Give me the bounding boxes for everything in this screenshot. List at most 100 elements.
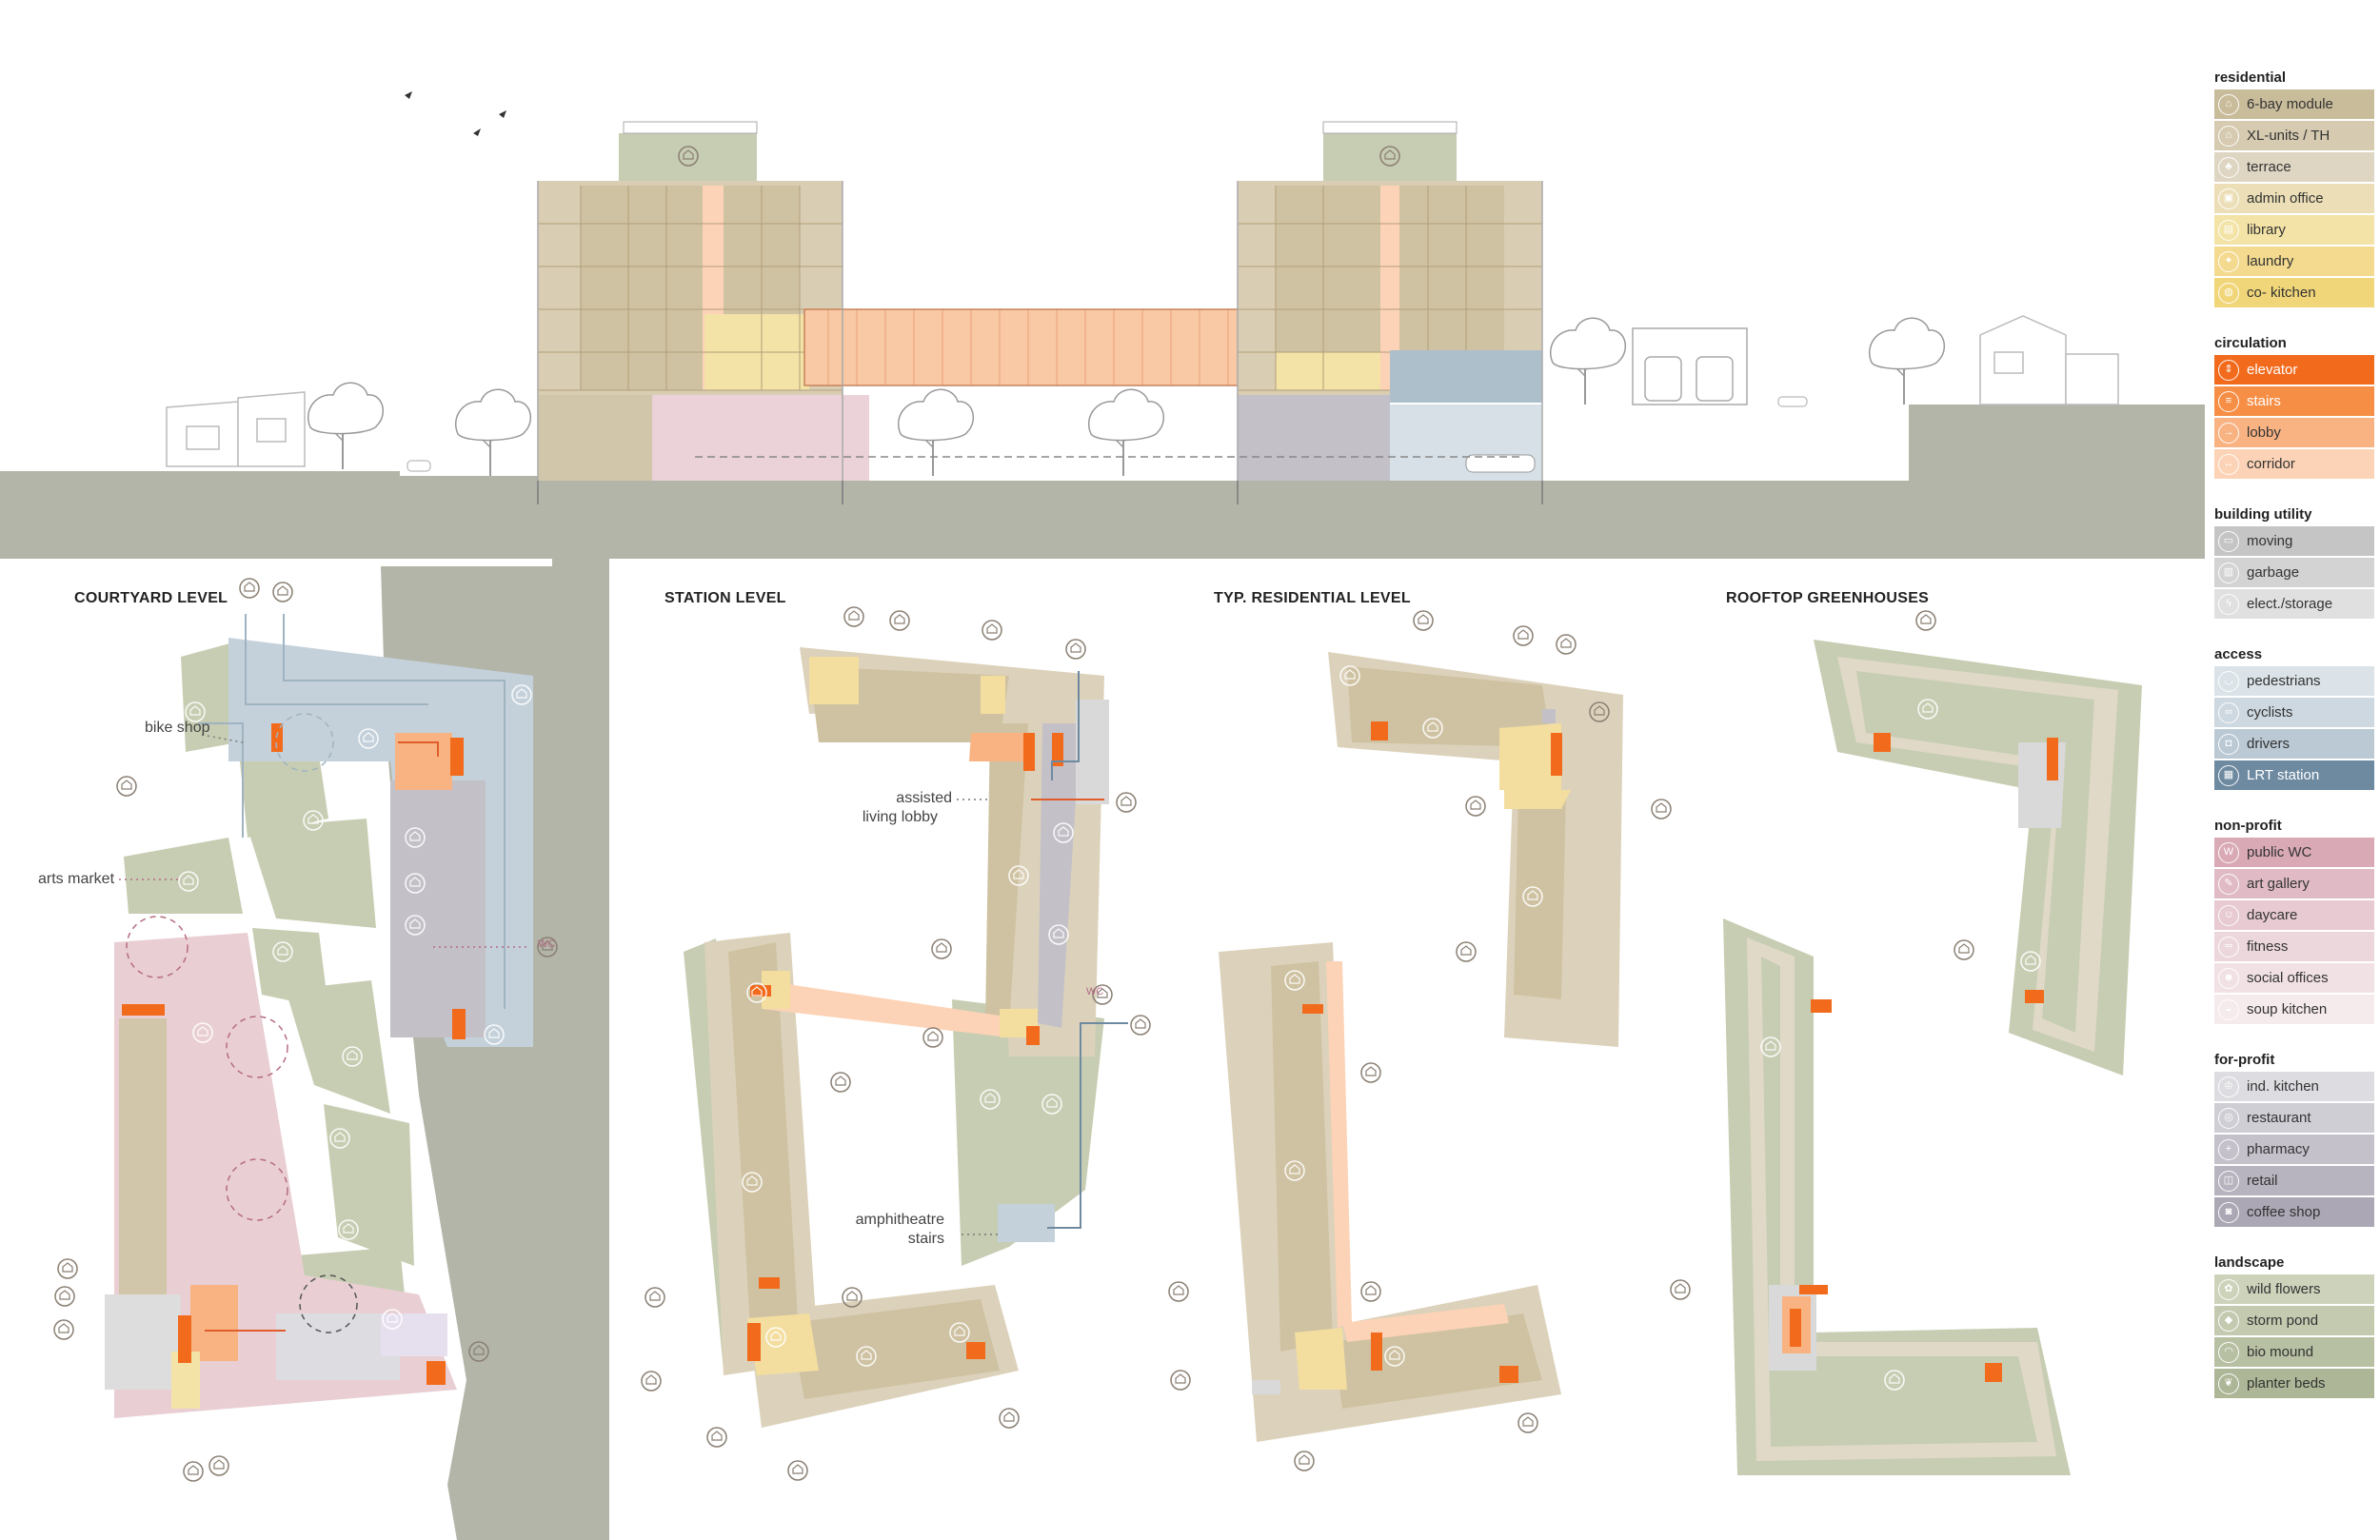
legend-item-label: LRT station bbox=[2247, 767, 2320, 783]
legend-item: ⇕ elevator bbox=[2214, 355, 2374, 385]
assisted-living-label-2: living lobby bbox=[862, 809, 938, 825]
legend-item: ↔ corridor bbox=[2214, 449, 2374, 479]
book-icon: ▤ bbox=[2218, 219, 2239, 241]
legend: residential⌂6-bay module⌂XL-units / TH♣t… bbox=[2214, 69, 2374, 1425]
car-icon: ◘ bbox=[2218, 733, 2239, 755]
plate-icon: ◎ bbox=[2218, 1107, 2239, 1129]
dumbbell-icon: ═ bbox=[2218, 936, 2239, 958]
legend-item: → lobby bbox=[2214, 418, 2374, 447]
child-icon: ☺ bbox=[2218, 904, 2239, 926]
amphitheatre-label-1: amphitheatre bbox=[855, 1212, 944, 1228]
trash-icon: ▥ bbox=[2218, 562, 2239, 583]
legend-item-label: bio mound bbox=[2247, 1344, 2314, 1360]
legend-group-access: access◡pedestrians∞cyclists◘drivers▦LRT … bbox=[2214, 645, 2374, 790]
shoe-icon: ◡ bbox=[2218, 670, 2239, 692]
legend-item: ☺daycare bbox=[2214, 900, 2374, 930]
legend-item: ❦planter beds bbox=[2214, 1369, 2374, 1398]
mound-icon: ◠ bbox=[2218, 1341, 2239, 1363]
legend-group-circulation: circulation ⇕ elevator ≡ stairs → lobby ↔ corrid… bbox=[2214, 334, 2374, 479]
chef-icon: ♔ bbox=[2218, 1076, 2239, 1097]
legend-item: ◆storm pond bbox=[2214, 1306, 2374, 1335]
legend-item: ♔ind. kitchen bbox=[2214, 1072, 2374, 1101]
car-left bbox=[407, 460, 431, 472]
cup-icon: ◙ bbox=[2218, 1201, 2239, 1223]
legend-group-title: circulation bbox=[2214, 335, 2287, 351]
legend-item: ◍co- kitchen bbox=[2214, 278, 2374, 307]
bowl-icon: ◒ bbox=[2218, 998, 2239, 1020]
legend-group-residential: residential⌂6-bay module⌂XL-units / TH♣t… bbox=[2214, 69, 2374, 307]
legend-item-label: social offices bbox=[2247, 970, 2329, 986]
legend-item: ◫ retail bbox=[2214, 1166, 2374, 1195]
legend-item: ▦LRT station bbox=[2214, 760, 2374, 790]
residential-plan bbox=[1168, 610, 1672, 1471]
legend-item: ▥ garbage bbox=[2214, 558, 2374, 587]
legend-item: ≡ stairs bbox=[2214, 386, 2374, 416]
legend-item: ⌂XL-units / TH bbox=[2214, 121, 2374, 150]
legend-item: ✿wild flowers bbox=[2214, 1274, 2374, 1304]
house-plus-icon: ⌂ bbox=[2218, 125, 2239, 147]
legend-item-label: elevator bbox=[2247, 362, 2298, 378]
legend-item: ═fitness bbox=[2214, 932, 2374, 961]
bolt-icon: ϟ bbox=[2218, 593, 2239, 615]
door-icon: → bbox=[2218, 422, 2239, 444]
elevator-icon: ⇕ bbox=[2218, 359, 2239, 381]
legend-item-label: pharmacy bbox=[2247, 1141, 2310, 1157]
car-garage bbox=[1465, 454, 1536, 473]
legend-group-landscape: landscape ✿wild flowers◆storm pond ◠ bio mo… bbox=[2214, 1254, 2374, 1398]
stairs-icon: ≡ bbox=[2218, 390, 2239, 412]
corridor-icon: ↔ bbox=[2218, 453, 2239, 475]
legend-item-label: lobby bbox=[2247, 424, 2281, 441]
legend-item: ▭moving bbox=[2214, 526, 2374, 556]
shirt-icon: ✦ bbox=[2218, 250, 2239, 272]
legend-group-title: landscape bbox=[2214, 1254, 2285, 1271]
cross-icon: + bbox=[2218, 1138, 2239, 1160]
art-icon: ✎ bbox=[2218, 873, 2239, 895]
legend-item-label: moving bbox=[2247, 533, 2293, 549]
station-level-title: STATION LEVEL bbox=[664, 590, 786, 606]
legend-item-label: public WC bbox=[2247, 844, 2312, 860]
legend-item-label: cyclists bbox=[2247, 704, 2293, 721]
legend-item: ✦laundry bbox=[2214, 247, 2374, 276]
legend-item-label: planter beds bbox=[2247, 1375, 2326, 1392]
legend-group-title: residential bbox=[2214, 69, 2287, 86]
legend-item: ▣admin office bbox=[2214, 184, 2374, 213]
legend-item: + pharmacy bbox=[2214, 1135, 2374, 1164]
amphitheatre-label-2: stairs bbox=[907, 1231, 944, 1247]
car-right bbox=[1777, 396, 1808, 407]
legend-item: ⌂ 6-bay module bbox=[2214, 89, 2374, 119]
people-icon: ☻ bbox=[2218, 967, 2239, 989]
legend-group-title: for-profit bbox=[2214, 1052, 2275, 1068]
house-right bbox=[1979, 315, 2119, 405]
arts-market-label: arts market bbox=[38, 871, 115, 887]
lrt-trains bbox=[1632, 327, 1748, 405]
drop-icon: ◆ bbox=[2218, 1310, 2239, 1332]
legend-group-for-profit: for-profit ♔ind. kitchen ◎ restaurant + pharm… bbox=[2214, 1051, 2374, 1227]
legend-item-label: corridor bbox=[2247, 456, 2295, 472]
legend-item-label: restaurant bbox=[2247, 1110, 2311, 1126]
legend-item: ☻ social offices bbox=[2214, 963, 2374, 993]
building-section bbox=[0, 91, 2205, 1540]
legend-item-label: stairs bbox=[2247, 393, 2281, 409]
flower-icon: ✿ bbox=[2218, 1278, 2239, 1300]
legend-item: ∞cyclists bbox=[2214, 698, 2374, 727]
legend-item: ◒soup kitchen bbox=[2214, 995, 2374, 1024]
rooftop-title: ROOFTOP GREENHOUSES bbox=[1726, 590, 1930, 606]
legend-item-label: terrace bbox=[2247, 159, 2291, 175]
house-icon: ⌂ bbox=[2218, 93, 2239, 115]
ground bbox=[0, 405, 2205, 1540]
legend-item: ◡pedestrians bbox=[2214, 666, 2374, 696]
legend-item-label: library bbox=[2247, 222, 2286, 238]
legend-item-label: retail bbox=[2247, 1173, 2278, 1189]
house-left bbox=[166, 391, 306, 467]
legend-group-title: building utility bbox=[2214, 506, 2312, 523]
legend-group-title: access bbox=[2214, 646, 2263, 662]
legend-item-label: 6-bay module bbox=[2247, 96, 2333, 112]
wc-icon: W bbox=[2218, 841, 2239, 863]
bag-icon: ◫ bbox=[2218, 1170, 2239, 1192]
legend-item-label: garbage bbox=[2247, 564, 2300, 581]
rooftop-plan bbox=[1670, 610, 2142, 1475]
